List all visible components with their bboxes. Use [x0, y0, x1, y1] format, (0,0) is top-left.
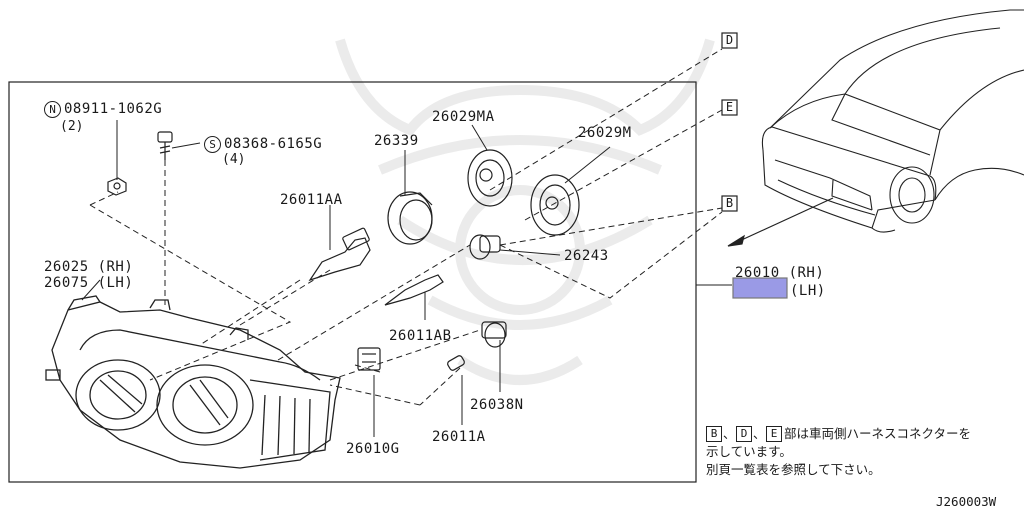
- label-bulb-cover: 26339: [374, 133, 419, 149]
- screw-prefix-icon: S: [204, 136, 221, 153]
- label-harness-rh: 26010 (RH): [735, 265, 825, 281]
- note-line3: 別頁一覧表を参照して下さい。: [706, 462, 881, 477]
- note-line1: 部は車両側ハーネスコネクターを: [784, 426, 972, 441]
- label-bulb-main: 26011AA: [280, 192, 343, 208]
- car-illustration: [761, 9, 1024, 233]
- label-socket-n: 26038N: [470, 397, 524, 413]
- bracket-part: [357, 347, 381, 371]
- grommet-part: [469, 234, 501, 260]
- label-bracket: 26010G: [346, 441, 400, 457]
- nut-prefix-icon: N: [44, 101, 61, 118]
- watermark-emblem: [335, 38, 715, 385]
- note-separator-1: 、: [723, 426, 736, 441]
- callout-d: D: [725, 33, 734, 47]
- note-box-e: E: [766, 426, 782, 442]
- socket-m-part: [530, 174, 580, 236]
- diagram-code: J260003W: [936, 494, 997, 509]
- nut-part: [107, 177, 127, 196]
- label-nut-qty: (2): [60, 119, 84, 134]
- label-headlamp-lh: 26075 (LH): [44, 275, 134, 291]
- headlamp-assembly: [45, 295, 341, 469]
- label-socket-m: 26029M: [578, 125, 632, 141]
- bulb-main-part: [308, 227, 371, 282]
- label-grommet: 26243: [564, 248, 609, 264]
- label-harness-lh: (LH): [790, 283, 826, 299]
- bulb-ab-part: [384, 274, 444, 306]
- harness-highlight: [732, 277, 788, 299]
- callout-b: B: [725, 196, 734, 210]
- label-bulb-a: 26011A: [432, 429, 486, 445]
- note-box-d: D: [736, 426, 752, 442]
- note-box-b: B: [706, 426, 722, 442]
- note-block: B 、 D 、 E 部は車両側ハーネスコネクターを 示しています。 別頁一覧表を…: [706, 426, 1024, 482]
- label-bulb-ab: 26011AB: [389, 328, 452, 344]
- socket-n-part: [481, 321, 507, 348]
- label-headlamp-rh: 26025 (RH): [44, 259, 134, 275]
- label-socket-ma: 26029MA: [432, 109, 495, 125]
- diagram-frame: [8, 81, 697, 483]
- callout-e: E: [725, 100, 734, 114]
- note-line2: 示しています。: [706, 444, 792, 459]
- note-separator-2: 、: [753, 426, 766, 441]
- screw-part: [157, 131, 173, 160]
- label-nut: 08911-1062G: [64, 101, 163, 117]
- label-screw: 08368-6165G: [224, 136, 323, 152]
- bulb-a-part: [447, 355, 465, 371]
- label-screw-qty: (4): [222, 152, 246, 167]
- socket-ma-part: [467, 149, 513, 207]
- bulb-cover-part: [387, 191, 433, 245]
